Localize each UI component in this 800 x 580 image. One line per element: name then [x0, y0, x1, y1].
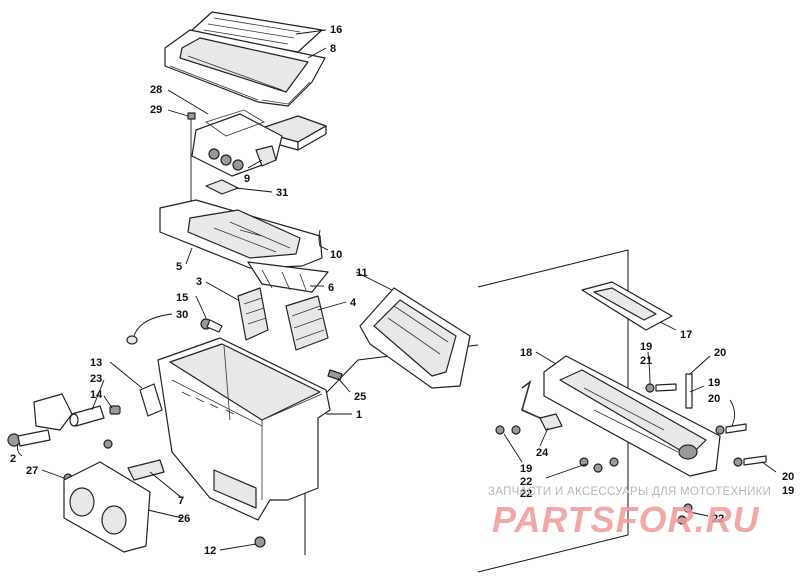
part-13-bracket [139, 383, 163, 417]
part-11-intake-duct [359, 287, 471, 389]
callout-7: 7 [178, 495, 184, 507]
callout-20-b: 20 [708, 393, 720, 405]
part-26-duct-outlet [63, 461, 151, 553]
part-14-grommet [109, 405, 121, 415]
part-2-screw [7, 429, 51, 447]
callout-22-a: 22 [520, 476, 532, 488]
part-12-drain [254, 536, 266, 548]
callout-11: 11 [356, 267, 368, 279]
part-6-tray-bottom [247, 261, 329, 293]
leader-lines [17, 29, 777, 551]
watermark-caption: ЗАПЧАСТИ И АКСЕССУАРЫ ДЛЯ МОТОТЕХНИКИ [488, 486, 772, 498]
callout-19-a: 19 [640, 341, 652, 353]
part-1-airbox [157, 337, 331, 521]
watermark-logo: PARTSFOR.RU [492, 499, 760, 540]
part-18-secondary-duct [543, 355, 721, 477]
callout-labels: 16 8 28 29 9 31 10 5 6 11 3 15 4 30 13 2… [10, 24, 794, 557]
callout-22-b: 22 [520, 488, 532, 500]
callout-27: 27 [26, 465, 38, 477]
callout-25: 25 [354, 391, 366, 403]
callout-14: 14 [90, 389, 103, 401]
part-30-plug [126, 335, 138, 345]
callout-26: 26 [178, 513, 190, 525]
part-31-pad [205, 179, 239, 195]
part-24-clip [521, 379, 541, 419]
callout-12: 12 [204, 545, 216, 557]
callout-22-c: 22 [712, 513, 724, 525]
part-28-module [191, 109, 283, 177]
callout-3: 3 [196, 276, 202, 288]
callout-30: 30 [176, 309, 188, 321]
right-fasteners [495, 373, 767, 525]
callout-10: 10 [330, 249, 342, 261]
callout-4: 4 [350, 297, 357, 309]
callout-21: 21 [640, 355, 652, 367]
callout-8: 8 [330, 43, 336, 55]
callout-1: 1 [356, 409, 362, 421]
callout-29: 29 [150, 104, 162, 116]
callout-19-c: 19 [520, 463, 532, 475]
callout-2: 2 [10, 453, 16, 465]
part-5-tray [159, 199, 323, 269]
callout-16: 16 [330, 24, 342, 36]
callout-23: 23 [90, 373, 102, 385]
part-17-gasket [581, 281, 673, 331]
callout-19-b: 19 [708, 377, 720, 389]
callout-28: 28 [150, 84, 162, 96]
sensor-housing [33, 393, 73, 431]
part-7-clip [127, 459, 165, 481]
callout-24: 24 [536, 447, 549, 459]
part-3-foam [237, 287, 269, 341]
part-4-foam [285, 295, 329, 351]
callout-20-a: 20 [714, 347, 726, 359]
callout-9: 9 [244, 173, 250, 185]
callout-18: 18 [520, 347, 532, 359]
callout-15: 15 [176, 292, 188, 304]
callout-17: 17 [680, 329, 692, 341]
callout-6: 6 [328, 282, 334, 294]
callout-13: 13 [90, 357, 102, 369]
part-8-top-cover [164, 29, 326, 107]
part-25-screw [327, 369, 343, 381]
callout-19-d: 19 [782, 485, 794, 497]
part-15-screw [200, 318, 223, 333]
callout-20-c: 20 [782, 471, 794, 483]
callout-5: 5 [176, 261, 182, 273]
part-23-hose [69, 405, 105, 427]
callout-31: 31 [276, 187, 288, 199]
